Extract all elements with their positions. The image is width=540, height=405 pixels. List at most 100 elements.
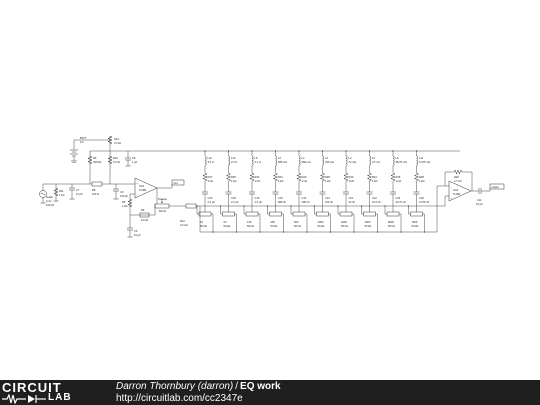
resistor-value: 1 kΩ bbox=[278, 179, 283, 183]
circuit-schematic: BATT 9 V R13 47 kΩ R9 390 kΩ R10 47 kΩ C… bbox=[39, 135, 505, 238]
resistor-r10: R10 47 kΩ bbox=[107, 151, 120, 184]
footer-bar: CIRCUIT LAB Darron Thornbury (darron)/EQ… bbox=[0, 380, 540, 405]
band-pot-value: 50 kΩ bbox=[294, 224, 301, 228]
band-frequency: 2000 bbox=[341, 220, 347, 224]
preamp-name: Preamp bbox=[158, 197, 168, 201]
guitar-source: Guitar 1mV 100 Hz bbox=[39, 183, 56, 207]
c9-name: C9 bbox=[120, 190, 124, 194]
r5-value: 1 kΩ bbox=[122, 204, 127, 208]
inductor-coil bbox=[251, 155, 254, 166]
resistor-zigzag bbox=[272, 172, 279, 182]
inductor-coil bbox=[322, 155, 324, 166]
band-pot bbox=[410, 211, 423, 217]
inductor-value: 27 mH bbox=[372, 160, 380, 164]
r26-name: R26 bbox=[454, 175, 459, 179]
resistor-zigzag bbox=[249, 172, 255, 182]
band-frequency: 8000 bbox=[388, 220, 394, 224]
capacitor-name: C16 bbox=[255, 196, 260, 200]
band-pot-value: 50 kΩ bbox=[224, 224, 231, 228]
band-frequency: 125 bbox=[247, 220, 252, 224]
band-pot bbox=[198, 211, 212, 217]
inductor-value: 6.375 mH bbox=[419, 160, 430, 164]
output-label: output bbox=[492, 185, 499, 189]
resistor-name: R31 bbox=[278, 175, 283, 179]
resistor-name: R30 bbox=[349, 175, 354, 179]
resistor-value: 1 kΩ bbox=[372, 179, 377, 183]
resistor-name: R35 bbox=[231, 175, 236, 179]
band-pot bbox=[316, 211, 329, 217]
guitar-line2: 1mV bbox=[46, 199, 52, 203]
band-frequency: 250 bbox=[271, 220, 276, 224]
opamp-oa2: − + OA2 TL082 bbox=[436, 180, 472, 232]
inductor-name: L12 bbox=[208, 156, 213, 160]
band-pot-value: 50 kΩ bbox=[412, 224, 419, 228]
band-frequency: 62 bbox=[224, 220, 227, 224]
inductor-coil bbox=[345, 155, 348, 166]
c8-value: 1 μF bbox=[132, 160, 138, 164]
inductor-name: L9 bbox=[396, 156, 399, 160]
inductor-coil bbox=[228, 155, 230, 166]
resistor-value: 1 kΩ bbox=[349, 179, 354, 183]
capacitor-value: 3.375 nF bbox=[419, 200, 430, 204]
c8-name: C8 bbox=[132, 156, 136, 160]
r9-name: R9 bbox=[93, 156, 97, 160]
preamp-pot: Preamp 50 kΩ bbox=[154, 188, 186, 213]
resistor-zigzag bbox=[225, 172, 232, 182]
c7-name: C7 bbox=[76, 188, 80, 192]
resistor-zigzag bbox=[390, 172, 396, 182]
inductor-coil bbox=[204, 155, 207, 166]
battery-group: BATT 9 V bbox=[70, 136, 87, 163]
author-title-line: Darron Thornbury (darron)/EQ work bbox=[116, 381, 281, 392]
circuit-url[interactable]: http://circuitlab.com/cc2347e bbox=[116, 393, 243, 404]
resistor-value: 1 kΩ bbox=[396, 179, 401, 183]
resistor-zigzag bbox=[319, 172, 326, 182]
capacitor-value: 22 nF bbox=[349, 200, 356, 204]
band-pot-value: 50 kΩ bbox=[271, 224, 278, 228]
band-pot bbox=[339, 211, 353, 217]
capacitor-name: C14 bbox=[302, 196, 307, 200]
oa1-name: OA1 bbox=[139, 184, 145, 188]
opamp-oa1: + − OA1 TL082 Out bbox=[134, 177, 185, 199]
inductor-value: 330 mH bbox=[325, 160, 334, 164]
band-pot-value: 50 kΩ bbox=[200, 224, 207, 228]
inductor-value: 2.2 H bbox=[231, 160, 237, 164]
r26-value: 4.7 kΩ bbox=[454, 179, 462, 183]
oa1-feedback: R5 1 kΩ R6 10 kΩ C6 10 μF bbox=[122, 193, 156, 238]
capacitor-name: C20 bbox=[208, 196, 213, 200]
resistor-zigzag bbox=[296, 172, 302, 182]
r13-value: 47 kΩ bbox=[114, 141, 121, 145]
r12-value: 2.2 kΩ bbox=[180, 223, 188, 227]
resistor-name: R29 bbox=[302, 175, 307, 179]
preamp-value: 50 kΩ bbox=[159, 209, 166, 213]
capacitor-name: C25 bbox=[419, 196, 424, 200]
battery-value: 9 V bbox=[80, 140, 84, 144]
resistor-zigzag bbox=[202, 172, 208, 182]
r12-name: R12 bbox=[180, 219, 185, 223]
battery-name: BATT bbox=[80, 136, 87, 140]
svg-text:+: + bbox=[451, 197, 453, 200]
r11-name: R11 bbox=[59, 189, 64, 193]
band-pot bbox=[245, 211, 259, 217]
author-name: Darron Thornbury (darron) bbox=[116, 381, 234, 392]
capacitor-value: 33.75 nF bbox=[396, 200, 407, 204]
band-pot-value: 50 kΩ bbox=[247, 224, 254, 228]
resistor-r13: R13 47 kΩ bbox=[107, 135, 121, 151]
c9-value: 100 pF bbox=[120, 194, 128, 198]
band-pot bbox=[222, 211, 235, 217]
capacitor-value: 100 nF bbox=[325, 200, 333, 204]
c6-name: C6 bbox=[134, 229, 138, 233]
r6-value: 10 kΩ bbox=[141, 218, 148, 222]
band-pot bbox=[386, 211, 400, 217]
resistor-value: 1 kΩ bbox=[231, 179, 236, 183]
inductor-value: 680 mH bbox=[302, 160, 311, 164]
resistor-zigzag bbox=[366, 172, 373, 182]
oa2-model: TL082 bbox=[453, 192, 461, 196]
inductor-coil bbox=[298, 155, 301, 166]
